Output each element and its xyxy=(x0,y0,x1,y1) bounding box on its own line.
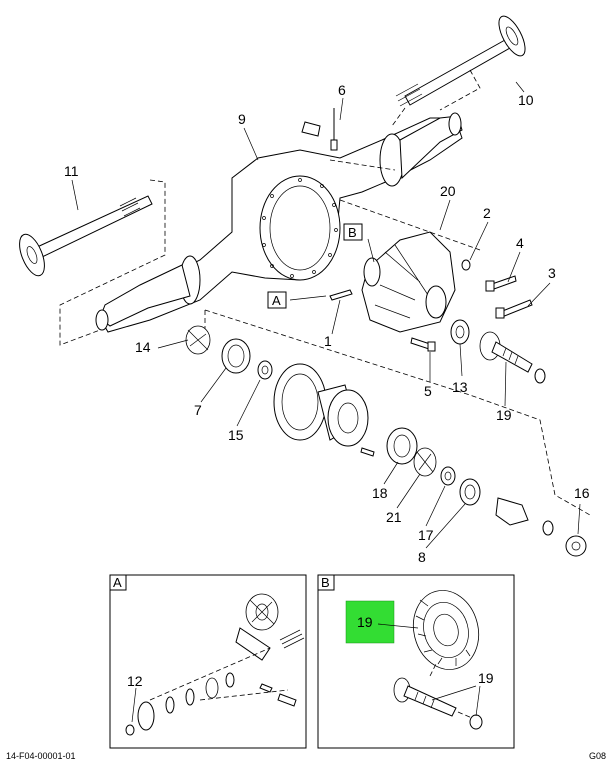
callout-9: 9 xyxy=(238,111,246,127)
seal[interactable] xyxy=(542,520,554,536)
callout-5: 5 xyxy=(424,383,432,399)
svg-text:A: A xyxy=(113,575,122,590)
view-label-a[interactable]: A xyxy=(267,291,287,309)
detail-a-spring xyxy=(279,629,305,649)
ring-gear-flange[interactable] xyxy=(273,363,327,441)
callout-13: 13 xyxy=(452,379,468,395)
nut-16[interactable] xyxy=(565,535,587,557)
bearing-cup-18[interactable] xyxy=(386,427,418,465)
breather-6[interactable] xyxy=(301,108,338,151)
callout-6: 6 xyxy=(338,82,346,98)
callout-19-main: 19 xyxy=(496,407,512,423)
view-label-b[interactable]: B xyxy=(343,223,363,241)
detail-a-bolt-12 xyxy=(125,724,135,736)
axle-shaft-11[interactable] xyxy=(14,195,153,279)
detail-b-nut xyxy=(469,714,483,730)
sheet-code: G08 xyxy=(588,751,606,761)
highlight-box-19[interactable]: 19 xyxy=(345,600,395,644)
callout-11: 11 xyxy=(64,163,79,179)
leader-lines xyxy=(71,81,581,549)
callout-14: 14 xyxy=(135,339,151,355)
callout-4: 4 xyxy=(516,235,524,251)
callout-2: 2 xyxy=(483,205,491,221)
callout-18: 18 xyxy=(372,485,388,501)
svg-text:A: A xyxy=(272,293,281,308)
carrier-20[interactable] xyxy=(361,231,456,333)
axle-housing-9[interactable] xyxy=(95,112,463,333)
bearing-cup-13[interactable] xyxy=(450,319,470,345)
detail-a-gear xyxy=(245,593,279,631)
detail-box-a[interactable]: A 12 xyxy=(109,574,307,749)
callout-17: 17 xyxy=(418,527,434,543)
callout-15: 15 xyxy=(228,427,244,443)
detail-box-b[interactable]: B 19 19 xyxy=(317,574,515,749)
callout-12: 12 xyxy=(127,673,143,689)
callout-8: 8 xyxy=(418,549,426,565)
thrust-washer-15[interactable] xyxy=(257,360,273,380)
svg-text:B: B xyxy=(348,225,357,240)
callout-16: 16 xyxy=(574,485,590,501)
stud-1[interactable] xyxy=(329,289,353,301)
figure-number: 14-F04-00001-01 xyxy=(6,751,76,761)
bolt-5[interactable] xyxy=(410,337,436,352)
callout-7: 7 xyxy=(194,402,202,418)
yoke[interactable] xyxy=(495,497,529,526)
detail-b-ring-gear xyxy=(413,590,479,670)
callout-21: 21 xyxy=(386,509,402,525)
bearing-8[interactable] xyxy=(459,478,481,506)
bearing-cup-7[interactable] xyxy=(221,338,251,374)
svg-text:B: B xyxy=(321,575,330,590)
callout-19-detail: 19 xyxy=(478,670,494,686)
bearing-cone-21[interactable] xyxy=(413,447,437,477)
callout-10: 10 xyxy=(518,92,534,108)
differential-case[interactable] xyxy=(317,384,369,447)
axle-shaft-10[interactable] xyxy=(395,12,530,107)
bolt-3[interactable] xyxy=(495,299,533,319)
callout-20: 20 xyxy=(440,183,456,199)
detail-b-pinion xyxy=(393,677,457,717)
svg-text:19: 19 xyxy=(357,614,373,630)
callout-1: 1 xyxy=(324,333,332,349)
bolt-4[interactable] xyxy=(485,275,517,292)
pinion-washer[interactable] xyxy=(534,368,546,384)
callout-3: 3 xyxy=(548,265,556,281)
case-bolt[interactable] xyxy=(360,447,375,457)
bearing-cone-14[interactable] xyxy=(185,325,211,355)
drive-pinion-19[interactable] xyxy=(479,331,533,373)
washer-17[interactable] xyxy=(440,466,456,486)
washer-2[interactable] xyxy=(461,259,471,271)
